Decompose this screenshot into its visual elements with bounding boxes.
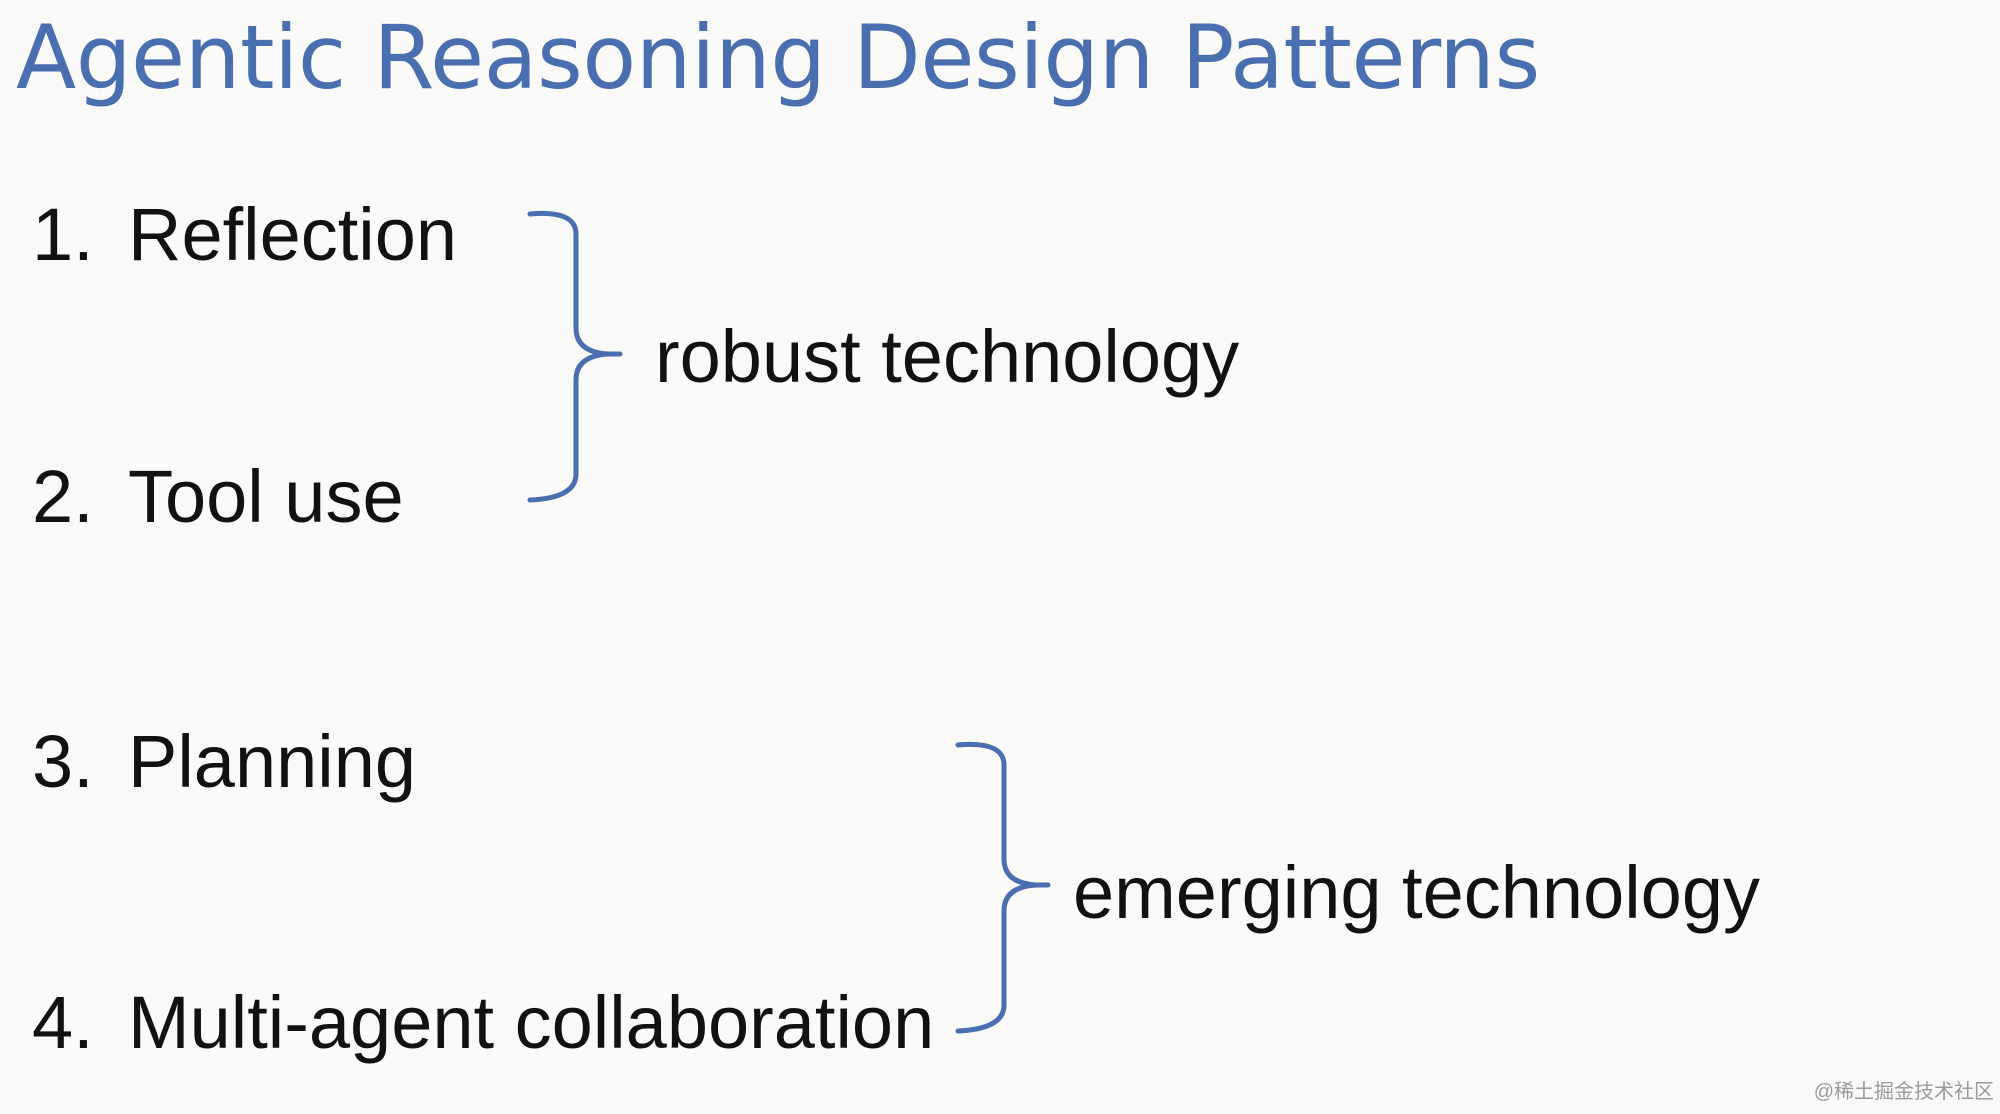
list-item-planning: 3. Planning: [32, 717, 416, 807]
list-item-number: 1.: [32, 193, 94, 276]
watermark: @稀土掘金技术社区: [1813, 1081, 1994, 1103]
group-label-robust-technology: robust technology: [655, 315, 1240, 398]
slide-title: Agentic Reasoning Design Patterns: [16, 6, 1540, 109]
list-item-tool-use: 2. Tool use: [32, 452, 404, 542]
list-item-label: Multi-agent collaboration: [128, 981, 935, 1064]
list-item-number: 4.: [32, 981, 94, 1064]
list-item-number: 2.: [32, 455, 94, 538]
list-item-label: Tool use: [128, 455, 404, 538]
curly-brace-icon: [527, 210, 623, 503]
list-item-label: Planning: [128, 720, 417, 803]
group-label-emerging-technology: emerging technology: [1073, 851, 1760, 934]
curly-brace-icon: [955, 741, 1051, 1034]
list-item-reflection: 1. Reflection: [32, 190, 457, 280]
list-item-multi-agent-collaboration: 4. Multi-agent collaboration: [32, 978, 934, 1068]
list-item-label: Reflection: [128, 193, 458, 276]
list-item-number: 3.: [32, 720, 94, 803]
